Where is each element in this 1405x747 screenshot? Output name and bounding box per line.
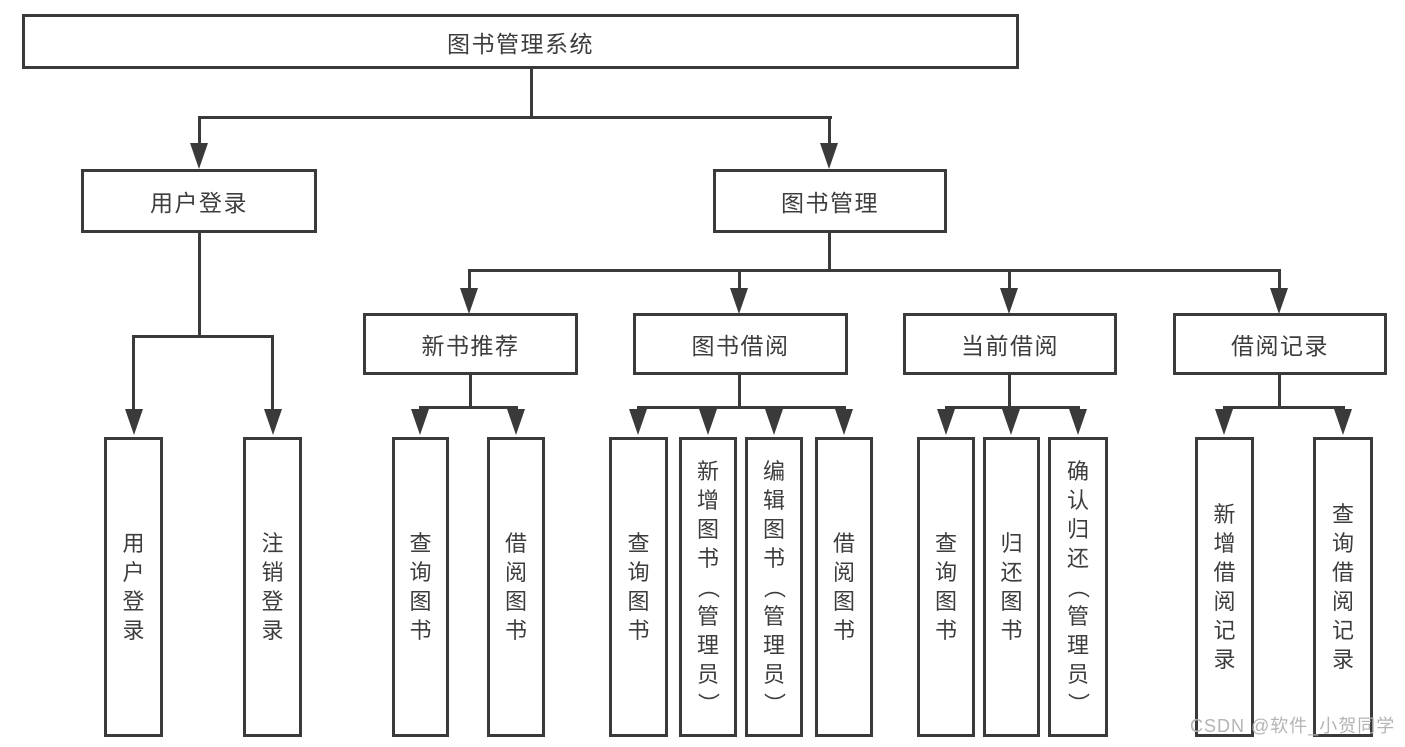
node-br-query-record: 查询借阅记录 [1313,437,1373,737]
arrow-to-bb-borrow-icon [835,409,853,435]
connector-stem-book-mgmt [828,116,831,146]
arrow-to-book-borrow-icon [730,288,748,314]
connector-current-borrow-bus [945,406,1080,409]
connector-stem-user-login [198,116,201,146]
arrow-to-br-query-icon [1334,409,1352,435]
connector-stem-current-borrow [1008,269,1011,291]
node-new-book-recommend: 新书推荐 [363,313,578,375]
arrow-to-borrow-records-icon [1270,288,1288,314]
node-nb-borrow-books: 借阅图书 [487,437,545,737]
node-book-management: 图书管理 [713,169,947,233]
connector-user-login-bus [132,335,274,338]
node-cb-query-books: 查询图书 [917,437,975,737]
node-current-borrowing: 当前借阅 [903,313,1117,375]
connector-stem-book-borrow [738,269,741,291]
arrow-to-nb-borrow-icon [507,409,525,435]
connector-new-books-bus [419,406,518,409]
node-nb-query-books: 查询图书 [392,437,449,737]
arrow-to-user-login-icon [190,143,208,169]
connector-book-borrow-drop [738,375,741,409]
csdn-watermark: CSDN @软件_小贺同学 [1190,716,1396,736]
node-bb-add-books-admin: 新增图书（管理员） [679,437,737,737]
connector-current-borrow-drop [1008,375,1011,409]
arrow-to-nb-query-icon [411,409,429,435]
connector-user-login-drop [198,232,201,338]
node-login: 用户登录 [104,437,163,737]
connector-borrow-records-bus [1223,406,1345,409]
connector-new-books-drop [469,375,472,409]
arrow-to-cb-query-icon [937,409,955,435]
connector-stem-login [132,335,135,411]
node-book-borrowing: 图书借阅 [633,313,848,375]
arrow-to-br-add-icon [1215,409,1233,435]
connector-stem-borrow-records [1278,269,1281,291]
connector-level2-bus [198,116,832,119]
arrow-to-bb-edit-icon [765,409,783,435]
node-cb-confirm-return-admin: 确认归还（管理员） [1048,437,1108,737]
arrow-to-bb-add-icon [699,409,717,435]
node-bb-edit-books-admin: 编辑图书（管理员） [745,437,803,737]
node-br-add-record: 新增借阅记录 [1195,437,1254,737]
node-logout: 注销登录 [243,437,302,737]
arrow-to-current-borrow-icon [1000,288,1018,314]
connector-stem-new-books [468,269,471,291]
connector-borrow-records-drop [1278,375,1281,409]
connector-level3-bus [468,269,1281,272]
arrow-to-bb-query-icon [629,409,647,435]
node-bb-query-books: 查询图书 [609,437,668,737]
arrow-to-cb-return-icon [1002,409,1020,435]
arrow-to-logout-icon [264,409,282,435]
node-cb-return-books: 归还图书 [983,437,1040,737]
node-user-login: 用户登录 [81,169,317,233]
connector-root-drop [530,68,533,119]
node-library-system: 图书管理系统 [22,14,1019,69]
arrow-to-login-icon [125,409,143,435]
arrow-to-book-mgmt-icon [820,143,838,169]
arrow-to-new-books-icon [460,288,478,314]
node-borrowing-records: 借阅记录 [1173,313,1387,375]
connector-book-mgmt-drop [828,233,831,272]
connector-stem-logout [271,335,274,411]
connector-book-borrow-bus [637,406,846,409]
arrow-to-cb-confirm-icon [1069,409,1087,435]
node-bb-borrow-books: 借阅图书 [815,437,873,737]
